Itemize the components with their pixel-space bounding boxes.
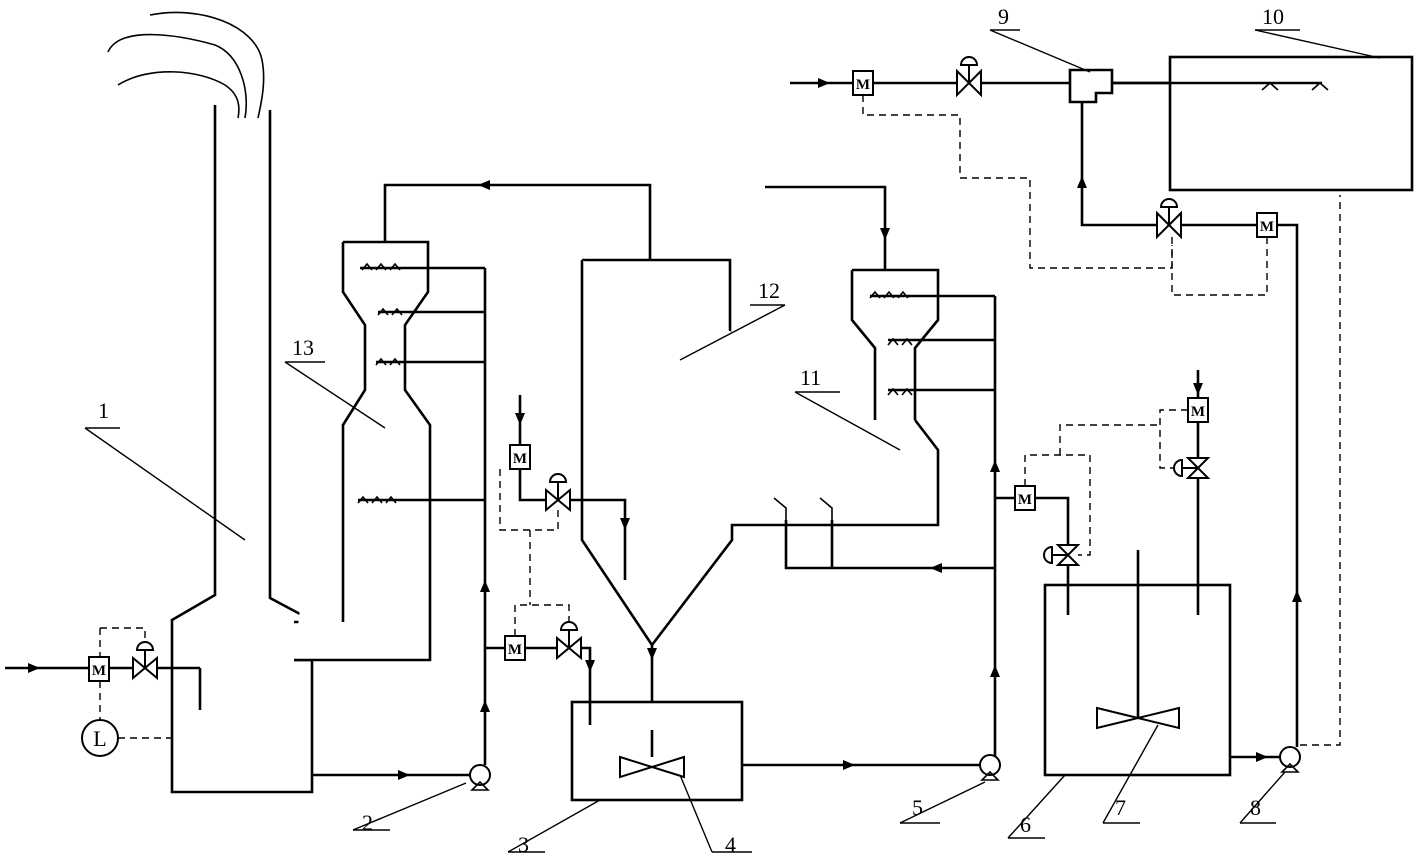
level-gauge-label: L <box>93 726 106 751</box>
label-11: 11 <box>800 365 821 390</box>
flowmeter-label: M <box>513 451 527 467</box>
label-8: 8 <box>1250 795 1261 820</box>
level-gauge: L <box>81 719 119 757</box>
label-13: 13 <box>292 335 314 360</box>
top-inlet-line: M <box>790 56 1173 269</box>
tank6-feed-left: M <box>995 424 1160 566</box>
flowmeter-label: M <box>856 77 870 93</box>
pump-2 <box>312 580 491 791</box>
label-1: 1 <box>98 398 109 423</box>
label-7: 7 <box>1115 795 1126 820</box>
tank-3 <box>570 672 744 802</box>
component-labels: 1 2 3 4 5 6 7 8 9 10 11 12 13 <box>98 4 1284 857</box>
smoke-plume <box>107 11 265 119</box>
tank-10 <box>1112 55 1414 192</box>
flowmeter-label: M <box>1260 219 1274 235</box>
flowmeter-label: M <box>92 663 106 679</box>
label-9: 9 <box>998 4 1009 29</box>
pump-5 <box>742 460 1001 781</box>
label-2: 2 <box>362 810 373 835</box>
tank3-feed-line: M <box>485 604 595 672</box>
tank6-feed-right: M <box>1159 397 1211 479</box>
control-valve-furnace <box>132 641 158 681</box>
flowmeter-label: M <box>1191 404 1205 420</box>
pump-8 <box>1230 195 1341 773</box>
recycle-line <box>773 497 995 573</box>
flowmeter-label: M <box>508 642 522 658</box>
tank-6 <box>1043 370 1232 777</box>
leaders <box>84 29 1381 853</box>
label-6: 6 <box>1020 812 1031 837</box>
absorber-12 <box>580 258 940 730</box>
mixer-9 <box>1068 68 1170 104</box>
label-12: 12 <box>758 278 780 303</box>
absorber-feed-line: M <box>499 395 630 605</box>
line-to-9: M <box>1077 100 1278 296</box>
label-3: 3 <box>518 832 529 857</box>
scrubber-11 <box>765 185 997 758</box>
label-4: 4 <box>725 832 736 857</box>
flowmeter-furnace: M <box>88 656 110 682</box>
label-10: 10 <box>1262 4 1284 29</box>
flowmeter-label: M <box>1018 492 1032 508</box>
label-5: 5 <box>912 795 923 820</box>
scrubber-13 <box>294 240 487 758</box>
